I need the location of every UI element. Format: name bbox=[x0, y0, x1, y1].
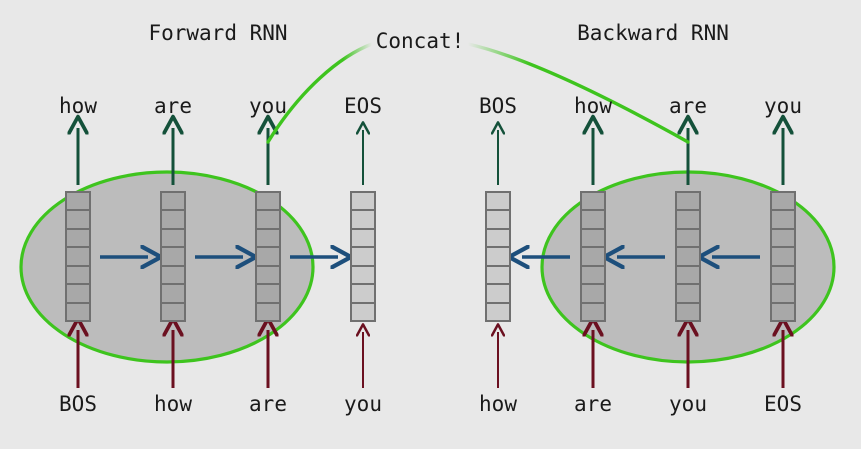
forward-output-label-1: are bbox=[154, 94, 192, 118]
cell bbox=[487, 267, 509, 286]
backward-cell-stack-0[interactable] bbox=[485, 191, 511, 322]
cell bbox=[67, 304, 89, 320]
cell bbox=[582, 304, 604, 320]
cell bbox=[257, 285, 279, 304]
forward-input-label-0: BOS bbox=[59, 392, 97, 416]
cell bbox=[162, 248, 184, 267]
forward-output-label-2: you bbox=[249, 94, 287, 118]
cell bbox=[582, 193, 604, 212]
cell bbox=[257, 304, 279, 320]
backward-output-label-1: how bbox=[574, 94, 612, 118]
cell bbox=[677, 267, 699, 286]
cell bbox=[582, 211, 604, 230]
cell bbox=[677, 304, 699, 320]
cell bbox=[772, 285, 794, 304]
cell bbox=[352, 193, 374, 212]
cell bbox=[257, 248, 279, 267]
cell bbox=[772, 304, 794, 320]
cell bbox=[772, 230, 794, 249]
forward-input-label-1: how bbox=[154, 392, 192, 416]
forward-input-label-3: you bbox=[344, 392, 382, 416]
forward-output-label-3: EOS bbox=[344, 94, 382, 118]
cell bbox=[67, 211, 89, 230]
cell bbox=[677, 211, 699, 230]
cell bbox=[352, 211, 374, 230]
cell bbox=[487, 193, 509, 212]
cell bbox=[487, 285, 509, 304]
backward-cell-stack-1[interactable] bbox=[580, 191, 606, 322]
cell bbox=[582, 230, 604, 249]
forward-output-arrows bbox=[78, 128, 268, 185]
forward-cell-stack-1[interactable] bbox=[160, 191, 186, 322]
forward-cell-stack-2[interactable] bbox=[255, 191, 281, 322]
cell bbox=[772, 211, 794, 230]
cell bbox=[352, 285, 374, 304]
cell bbox=[487, 211, 509, 230]
forward-output-label-0: how bbox=[59, 94, 97, 118]
cell bbox=[162, 230, 184, 249]
backward-output-label-2: are bbox=[669, 94, 707, 118]
backward-cell-stack-3[interactable] bbox=[770, 191, 796, 322]
concat-label: Concat! bbox=[375, 29, 465, 53]
concat-curve-left bbox=[266, 42, 374, 144]
cell bbox=[67, 267, 89, 286]
cell bbox=[772, 248, 794, 267]
forward-input-label-2: are bbox=[249, 392, 287, 416]
cell bbox=[677, 193, 699, 212]
cell bbox=[677, 230, 699, 249]
backward-cell-stack-2[interactable] bbox=[675, 191, 701, 322]
cell bbox=[67, 248, 89, 267]
cell bbox=[257, 211, 279, 230]
cell bbox=[162, 285, 184, 304]
backward-input-arrows bbox=[593, 330, 783, 388]
backward-output-label-0: BOS bbox=[479, 94, 517, 118]
cell bbox=[582, 267, 604, 286]
cell bbox=[487, 230, 509, 249]
cell bbox=[257, 193, 279, 212]
cell bbox=[677, 285, 699, 304]
backward-output-arrows bbox=[593, 128, 783, 185]
cell bbox=[487, 304, 509, 320]
cell bbox=[67, 285, 89, 304]
cell bbox=[162, 193, 184, 212]
cell bbox=[352, 248, 374, 267]
cell bbox=[67, 193, 89, 212]
concat-curve-right bbox=[466, 42, 690, 144]
forward-rnn-title: Forward RNN bbox=[148, 21, 288, 45]
forward-input-arrows bbox=[78, 330, 268, 388]
cell bbox=[487, 248, 509, 267]
cell bbox=[162, 304, 184, 320]
cell bbox=[352, 267, 374, 286]
cell bbox=[257, 230, 279, 249]
cell bbox=[67, 230, 89, 249]
backward-input-label-3: EOS bbox=[764, 392, 802, 416]
cell bbox=[352, 304, 374, 320]
backward-rnn-title: Backward RNN bbox=[577, 21, 729, 45]
cell bbox=[772, 267, 794, 286]
backward-output-label-3: you bbox=[764, 94, 802, 118]
cell bbox=[677, 248, 699, 267]
forward-cell-stack-0[interactable] bbox=[65, 191, 91, 322]
cell bbox=[582, 248, 604, 267]
forward-cell-stack-3[interactable] bbox=[350, 191, 376, 322]
cell bbox=[257, 267, 279, 286]
cell bbox=[582, 285, 604, 304]
backward-input-label-0: how bbox=[479, 392, 517, 416]
backward-input-label-1: are bbox=[574, 392, 612, 416]
cell bbox=[162, 211, 184, 230]
backward-input-label-2: you bbox=[669, 392, 707, 416]
cell bbox=[772, 193, 794, 212]
cell bbox=[352, 230, 374, 249]
cell bbox=[162, 267, 184, 286]
